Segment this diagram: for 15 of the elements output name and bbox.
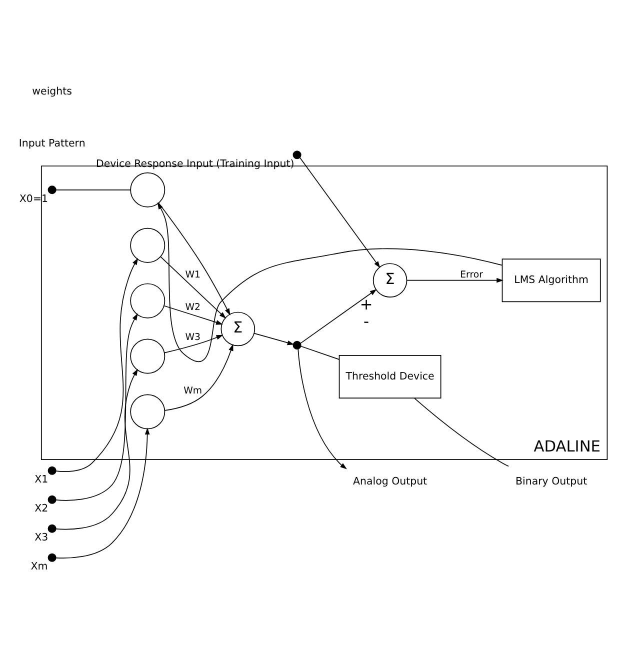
node-text: Analog Output — [353, 476, 428, 487]
node-label: X2 — [34, 503, 48, 514]
node-text: Binary Output — [516, 476, 588, 487]
node-label: + — [360, 295, 373, 314]
edge-label: W2 — [185, 302, 200, 313]
node-label: X1 — [34, 474, 48, 486]
edge-label: Error — [460, 269, 483, 280]
label: Input Pattern — [18, 138, 86, 149]
edge-label: W3 — [185, 331, 200, 342]
node-label: Xm — [30, 561, 48, 572]
node-label: X3 — [34, 532, 48, 544]
label: weights — [32, 86, 72, 97]
node-label: - — [364, 312, 370, 330]
edge-label: W1 — [185, 269, 200, 280]
edge-label: Wm — [184, 385, 202, 396]
